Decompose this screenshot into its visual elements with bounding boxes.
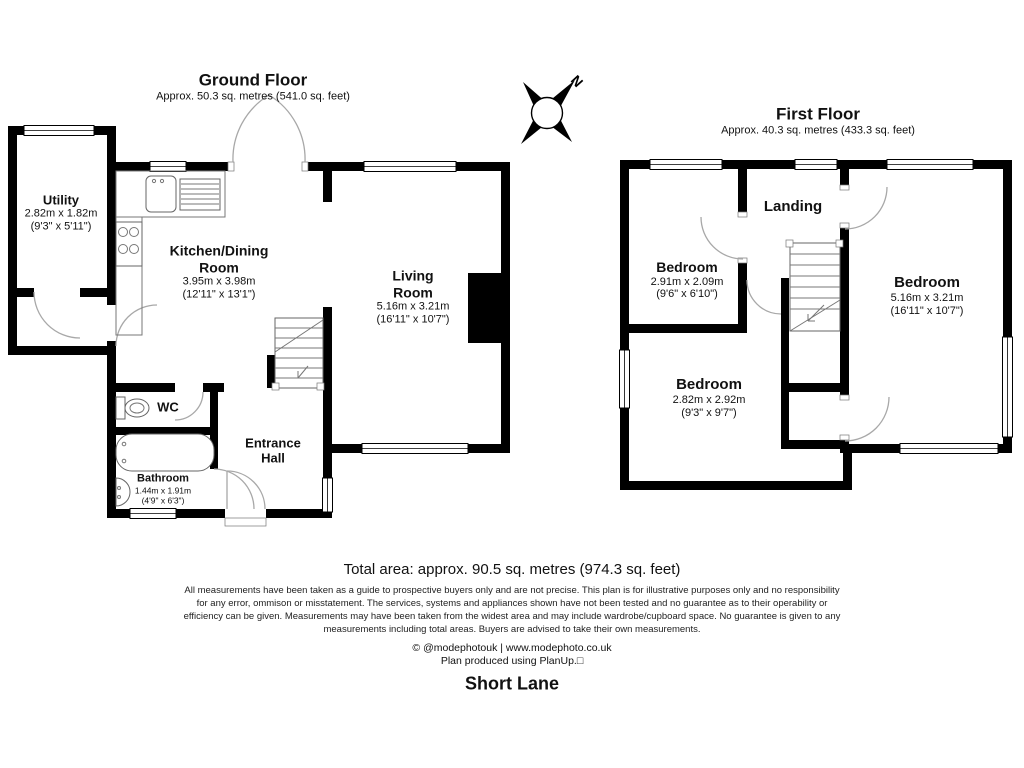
compass-icon: N bbox=[521, 72, 586, 144]
first-floor-stairs bbox=[785, 239, 844, 332]
room-label-bedroom-rear: Bedroom 2.82m x 2.92m (9'3" x 9'7") bbox=[672, 376, 746, 419]
disclaimer-text: All measurements have been taken as a gu… bbox=[183, 585, 841, 635]
toilet bbox=[115, 396, 150, 420]
room-label-bedroom-main: Bedroom 5.16m x 3.21m (16'11" x 10'7") bbox=[890, 274, 964, 317]
kitchen-sink bbox=[145, 175, 221, 213]
stove bbox=[115, 221, 143, 267]
front-porch-step bbox=[224, 517, 267, 527]
first-floor-doors bbox=[700, 184, 890, 442]
bathroom-sink bbox=[115, 477, 131, 507]
kitchen-counter bbox=[115, 170, 226, 336]
first-floor-windows bbox=[619, 159, 1013, 454]
ground-floor-doors bbox=[33, 94, 309, 527]
credit-text: © @modephotouk | www.modephoto.co.uk bbox=[412, 641, 612, 654]
bathtub bbox=[115, 433, 215, 472]
first-floor-plan bbox=[619, 159, 1013, 490]
first-floor-title: First Floor Approx. 40.3 sq. metres (433… bbox=[721, 104, 915, 137]
room-label-landing: Landing bbox=[763, 198, 823, 216]
produced-with-text: Plan produced using PlanUp.□ bbox=[440, 654, 584, 667]
room-label-bedroom-front: Bedroom 2.91m x 2.09m (9'6" x 6'10") bbox=[650, 258, 724, 301]
room-label-utility: Utility 2.82m x 1.82m (9'3" x 5'11") bbox=[24, 192, 98, 233]
room-label-entrance-hall: Entrance Hall bbox=[245, 435, 301, 466]
ground-floor-title: Ground Floor Approx. 50.3 sq. metres (54… bbox=[156, 70, 350, 103]
total-area-text: Total area: approx. 90.5 sq. metres (974… bbox=[343, 561, 681, 579]
ground-floor-plan bbox=[8, 94, 510, 527]
ground-floor-stairs bbox=[271, 317, 325, 391]
room-label-kitchen-dining: Kitchen/Dining Room 3.95m x 3.98m (12'11… bbox=[169, 242, 269, 301]
chimney-breast bbox=[468, 273, 501, 343]
ground-floor-windows bbox=[23, 125, 469, 519]
street-name: Short Lane bbox=[464, 673, 560, 694]
room-label-wc: WC bbox=[157, 399, 179, 415]
room-label-living: Living Room 5.16m x 3.21m (16'11" x 10'7… bbox=[376, 267, 450, 326]
room-label-bathroom: Bathroom 1.44m x 1.91m (4'9" x 6'3") bbox=[134, 472, 192, 506]
